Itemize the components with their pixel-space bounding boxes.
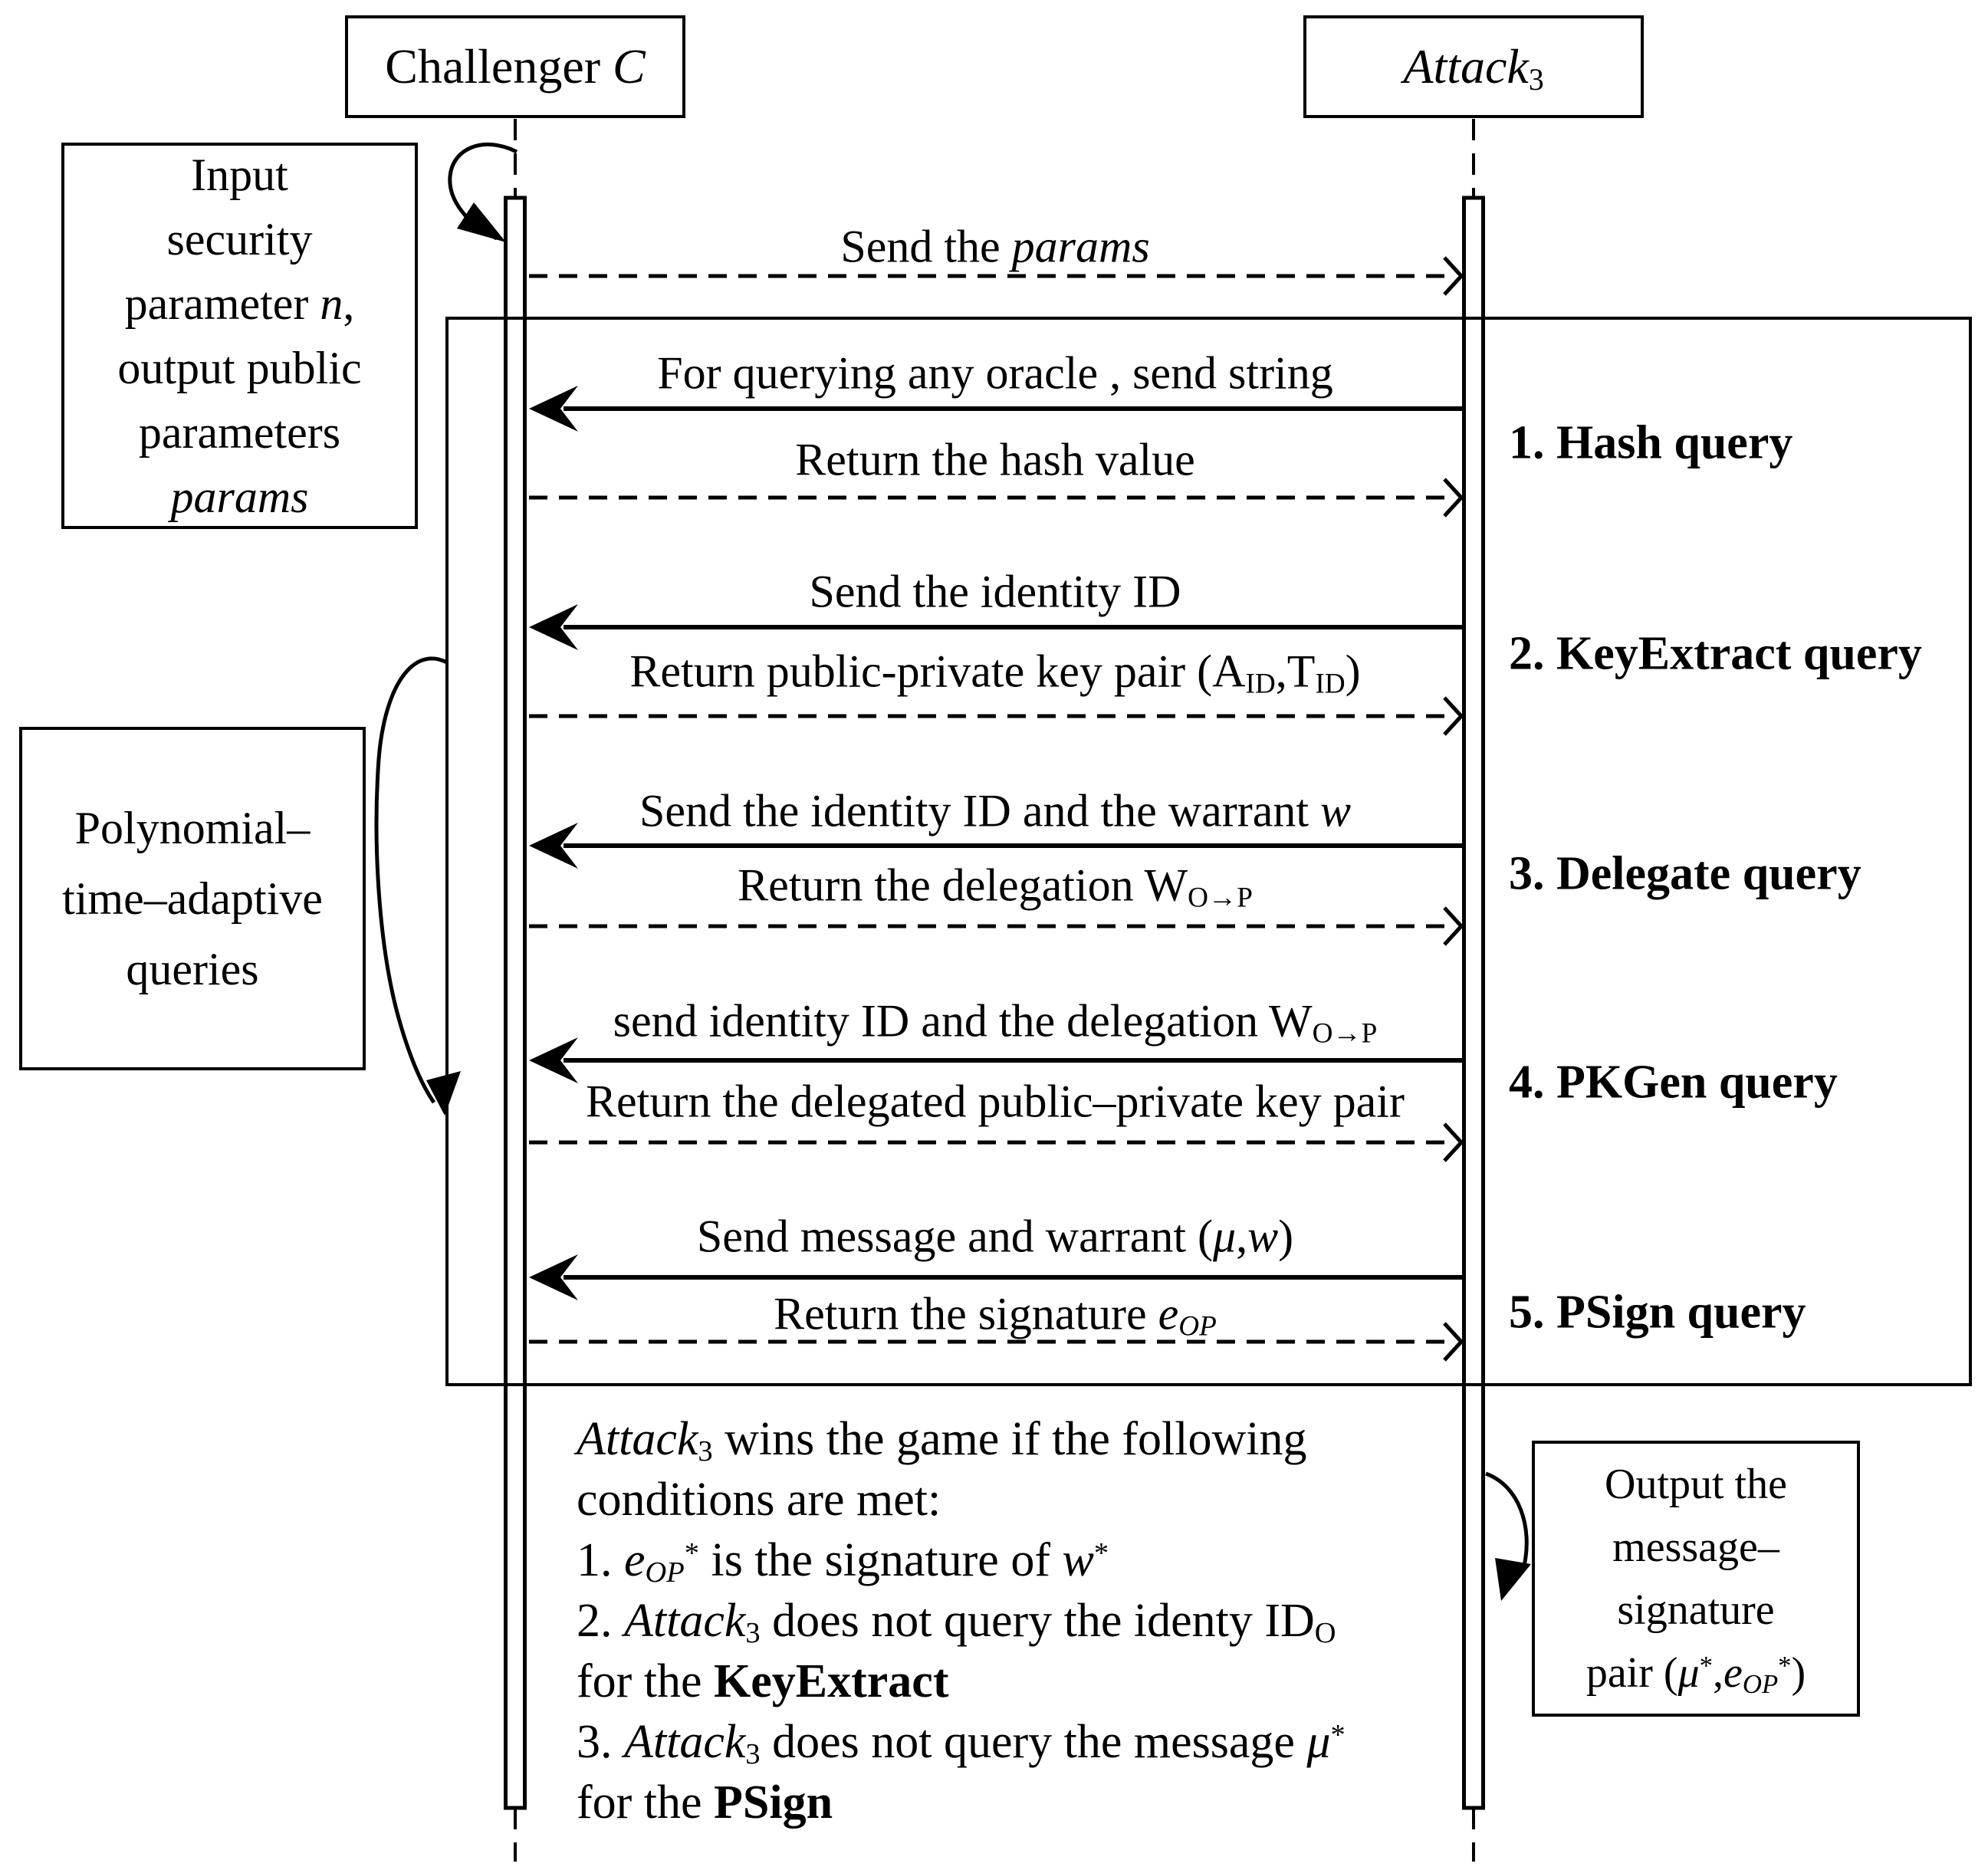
keyextract-request-label: Send the identity ID [809,566,1181,617]
hash-request-arrowhead [529,386,578,432]
query-name-hash: 1. Hash query [1509,416,1793,469]
challenger-self-loop-arrowhead [457,202,506,242]
pkgen-response-label: Return the delegated public–private key … [586,1076,1405,1127]
attacker-self-loop-arrowhead [1495,1558,1531,1601]
output-note-line: message– [1612,1523,1779,1571]
input-note-line: parameters [138,407,341,458]
input-note-line: params [170,472,309,522]
win-condition-line: for the PSign [577,1776,833,1829]
attacker-actor-label: Attack3 [1403,39,1544,97]
attacker-activation-bar [1462,196,1485,1810]
delegate-request-arrowhead [529,823,578,869]
output-note-line: pair (μ*,eOP*) [1585,1649,1806,1699]
win-conditions-block: Attack3 wins the game if the following c… [577,1409,1346,1833]
keyextract-response-arrowhead [1443,696,1464,736]
psign-request-label: Send message and warrant (μ,w) [696,1211,1294,1262]
input-note-line: security [166,214,313,265]
hash-response-label: Return the hash value [795,434,1195,485]
challenger-actor-box: Challenger C [345,15,685,118]
query-name-psign: 5. PSign query [1509,1286,1806,1339]
win-condition-line: 1. eOP* is the signature of w* [577,1534,1109,1589]
win-condition-line: 3. Attack3 does not query the message μ* [577,1716,1346,1771]
win-condition-line: for the KeyExtract [577,1655,949,1707]
output-note-line: Output the [1605,1461,1787,1508]
attacker-self-loop-arrow [1485,1471,1529,1566]
input-note-line: output public [117,343,362,393]
setup-message-arrowhead [1443,256,1464,296]
query-name-pkgen: 4. PKGen query [1509,1056,1838,1109]
input-note-line: Input [191,150,288,200]
win-condition-line: 2. Attack3 does not query the identy IDO [577,1595,1336,1650]
challenger-actor-label: Challenger C [385,39,646,94]
psign-request-arrowhead [529,1254,578,1300]
adaptive-note-line: time–adaptive [62,873,323,924]
delegate-response-arrowhead [1443,906,1464,946]
hash-request-label: For querying any oracle , send string [657,347,1333,399]
adaptive-queries-note: Polynomial– time–adaptive queries [19,727,366,1070]
pkgen-response-arrowhead [1443,1122,1464,1162]
adaptive-queries-arc-arrowhead [426,1071,461,1116]
pkgen-request-label: send identity ID and the delegation WO→P [613,995,1378,1050]
queries-group-frame [445,317,1972,1386]
win-condition-line: Attack3 wins the game if the following [577,1413,1307,1468]
input-note-line: parameter n, [124,278,355,329]
setup-message-label: Send the params [840,221,1150,272]
psign-response-arrowhead [1443,1322,1464,1362]
delegate-response-label: Return the delegation WO→P [738,859,1253,914]
delegate-request-label: Send the identity ID and the warrant w [639,785,1352,836]
keyextract-request-arrowhead [529,604,578,650]
win-condition-line: conditions are met: [577,1474,941,1526]
output-forgery-note: Output the message– signature pair (μ*,e… [1532,1441,1860,1717]
adaptive-queries-arc [374,656,449,1104]
adaptive-note-line: Polynomial– [74,803,311,853]
attacker-actor-box: Attack3 [1303,15,1644,118]
query-name-delegate: 3. Delegate query [1509,847,1861,900]
query-name-keyextract: 2. KeyExtract query [1509,627,1922,680]
keyextract-response-label: Return public-private key pair (AID,TID) [629,646,1361,700]
hash-response-arrowhead [1443,478,1464,518]
adaptive-note-line: queries [126,944,259,994]
input-parameters-note: Input security parameter n, output publi… [61,143,418,529]
output-note-line: signature [1617,1586,1775,1634]
psign-response-label: Return the signature eOP [774,1288,1217,1343]
challenger-activation-bar [504,196,527,1810]
pkgen-request-arrowhead [529,1037,578,1083]
